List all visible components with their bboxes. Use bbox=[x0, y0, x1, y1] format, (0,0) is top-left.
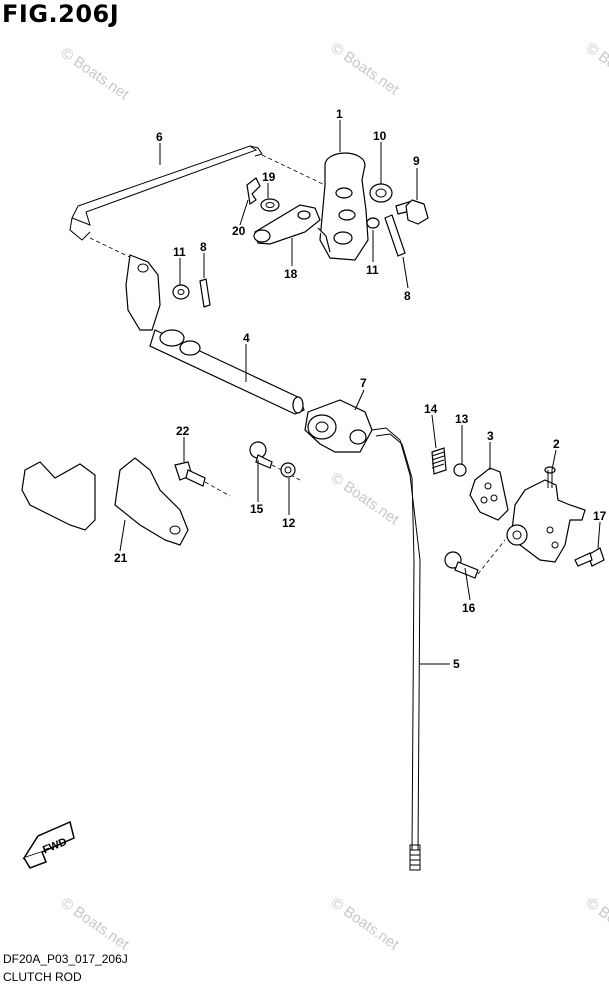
callout-15: 15 bbox=[250, 502, 264, 516]
callout-7: 7 bbox=[360, 376, 367, 390]
footer-name: CLUTCH ROD bbox=[3, 970, 82, 984]
part-4-shaft bbox=[125, 254, 305, 415]
watermark: © Boats.net bbox=[328, 469, 403, 528]
callout-19: 19 bbox=[262, 170, 276, 184]
callout-21: 21 bbox=[114, 551, 128, 565]
part-1-lever bbox=[317, 152, 369, 261]
callout-11-left: 11 bbox=[173, 245, 186, 259]
watermark: © Boats.net bbox=[58, 894, 133, 953]
part-16-bolt bbox=[444, 539, 506, 579]
callouts: 1 2 3 4 5 6 7 8 8 9 10 11 11 12 13 14 15… bbox=[114, 107, 607, 671]
callout-2: 2 bbox=[553, 437, 560, 451]
part-12-washer bbox=[280, 462, 296, 478]
part-21-bracket bbox=[21, 457, 189, 546]
part-10-washer bbox=[369, 183, 393, 203]
part-9-bolt bbox=[395, 199, 429, 225]
callout-3: 3 bbox=[487, 429, 494, 443]
part-5-rod bbox=[371, 427, 421, 871]
callout-4: 4 bbox=[243, 331, 250, 345]
callout-20: 20 bbox=[232, 224, 246, 238]
part-11-washer bbox=[366, 217, 380, 229]
part-18-arm bbox=[253, 204, 321, 245]
fwd-arrow: FWD bbox=[22, 820, 75, 869]
part-6-rod bbox=[69, 145, 326, 263]
figure-title: FIG.206J bbox=[2, 0, 120, 28]
callout-17: 17 bbox=[593, 509, 607, 523]
callout-1: 1 bbox=[336, 107, 343, 121]
callout-14: 14 bbox=[424, 402, 438, 416]
leader-lines bbox=[119, 120, 601, 665]
callout-8-right: 8 bbox=[404, 289, 411, 303]
callout-10: 10 bbox=[373, 129, 387, 143]
footer-code: DF20A_P03_017_206J bbox=[3, 952, 128, 966]
part-8-cotter-pin bbox=[199, 278, 211, 308]
part-3-block bbox=[469, 467, 509, 521]
callout-18: 18 bbox=[284, 267, 298, 281]
watermark: © Boats.net bbox=[583, 894, 609, 953]
watermark: © Boats.net bbox=[328, 39, 403, 98]
callout-9: 9 bbox=[413, 154, 420, 168]
part-2-cam bbox=[506, 466, 586, 563]
watermark: © Boats.net bbox=[583, 39, 609, 98]
part-17-screw bbox=[574, 547, 605, 567]
callout-11-right: 11 bbox=[366, 263, 379, 277]
callout-5: 5 bbox=[453, 657, 460, 671]
part-8-cotter-pin bbox=[384, 214, 406, 257]
part-19-washer bbox=[260, 198, 280, 212]
callout-13: 13 bbox=[455, 412, 469, 426]
watermark: © Boats.net bbox=[58, 44, 133, 103]
callout-8-left: 8 bbox=[200, 240, 207, 254]
part-7-joint bbox=[304, 399, 373, 453]
callout-12: 12 bbox=[282, 516, 296, 530]
part-13-ball bbox=[453, 463, 467, 477]
part-20-clip bbox=[246, 177, 261, 206]
part-11-washer bbox=[172, 284, 190, 300]
part-22-screw bbox=[174, 461, 231, 497]
watermark: © Boats.net bbox=[328, 894, 403, 953]
callout-16: 16 bbox=[462, 601, 476, 615]
callout-22: 22 bbox=[176, 424, 190, 438]
callout-6: 6 bbox=[156, 130, 163, 144]
